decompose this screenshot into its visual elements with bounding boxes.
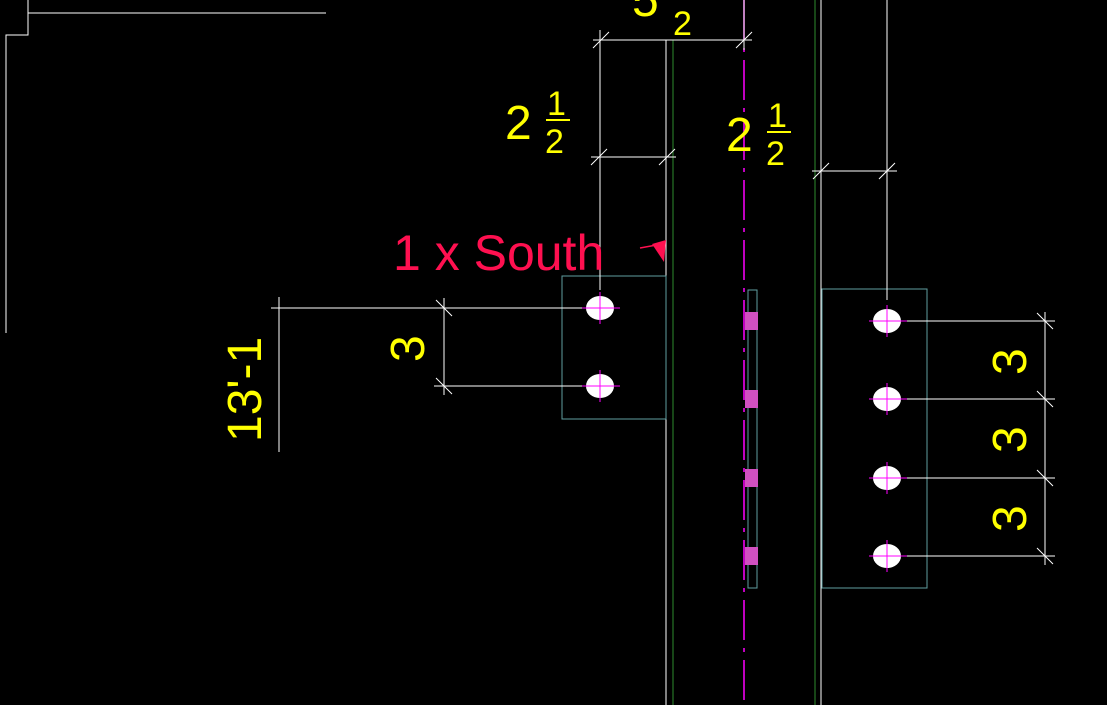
bolt-hole (869, 540, 907, 572)
top-left-outline (5, 0, 326, 333)
dim-left-2-1-2[interactable]: 2 1 2 (505, 85, 570, 161)
dim-top-whole: 5 (632, 0, 659, 27)
dim-left-spacing[interactable]: 3 (382, 335, 435, 362)
dim-right-2-1-2[interactable]: 2 1 2 (726, 97, 791, 173)
dim-right-spacing-1[interactable]: 3 (984, 348, 1037, 375)
web-bolt-blocks (745, 312, 758, 565)
right-connection-plate[interactable] (821, 288, 928, 589)
dim-left-whole: 2 (505, 97, 532, 150)
web-strip (747, 289, 758, 589)
web-bolt-block (745, 390, 758, 408)
dim-top-den: 2 (673, 5, 692, 43)
dim-right-spacing-3[interactable]: 3 (984, 505, 1037, 532)
dim-right-spacing-2[interactable]: 3 (984, 426, 1037, 453)
dim-top[interactable]: 5 2 (632, 0, 692, 43)
dim-right-den: 2 (766, 135, 785, 173)
dim-left-den: 2 (545, 123, 564, 161)
bolt-hole (869, 383, 907, 415)
callout-leader (639, 240, 666, 262)
dim-right-num: 1 (768, 97, 787, 135)
right-bolts (869, 305, 907, 572)
dim-left-num: 1 (547, 85, 566, 123)
web-bolt-block (745, 469, 758, 487)
web-bolt-block (745, 312, 758, 330)
dim-right-whole: 2 (726, 109, 753, 162)
bolt-hole (582, 370, 620, 402)
web-bolt-block (745, 547, 758, 565)
beam-lines (665, 0, 822, 705)
bolt-hole (869, 305, 907, 337)
bolt-hole (869, 462, 907, 494)
left-connection-plate[interactable] (561, 275, 667, 420)
dim-vertical[interactable]: 13'-1 (219, 337, 272, 442)
bolt-hole (582, 292, 620, 324)
callout-label[interactable]: 1 x South (393, 225, 604, 281)
dimension-lines (271, 0, 1055, 565)
left-bolts (582, 292, 620, 402)
